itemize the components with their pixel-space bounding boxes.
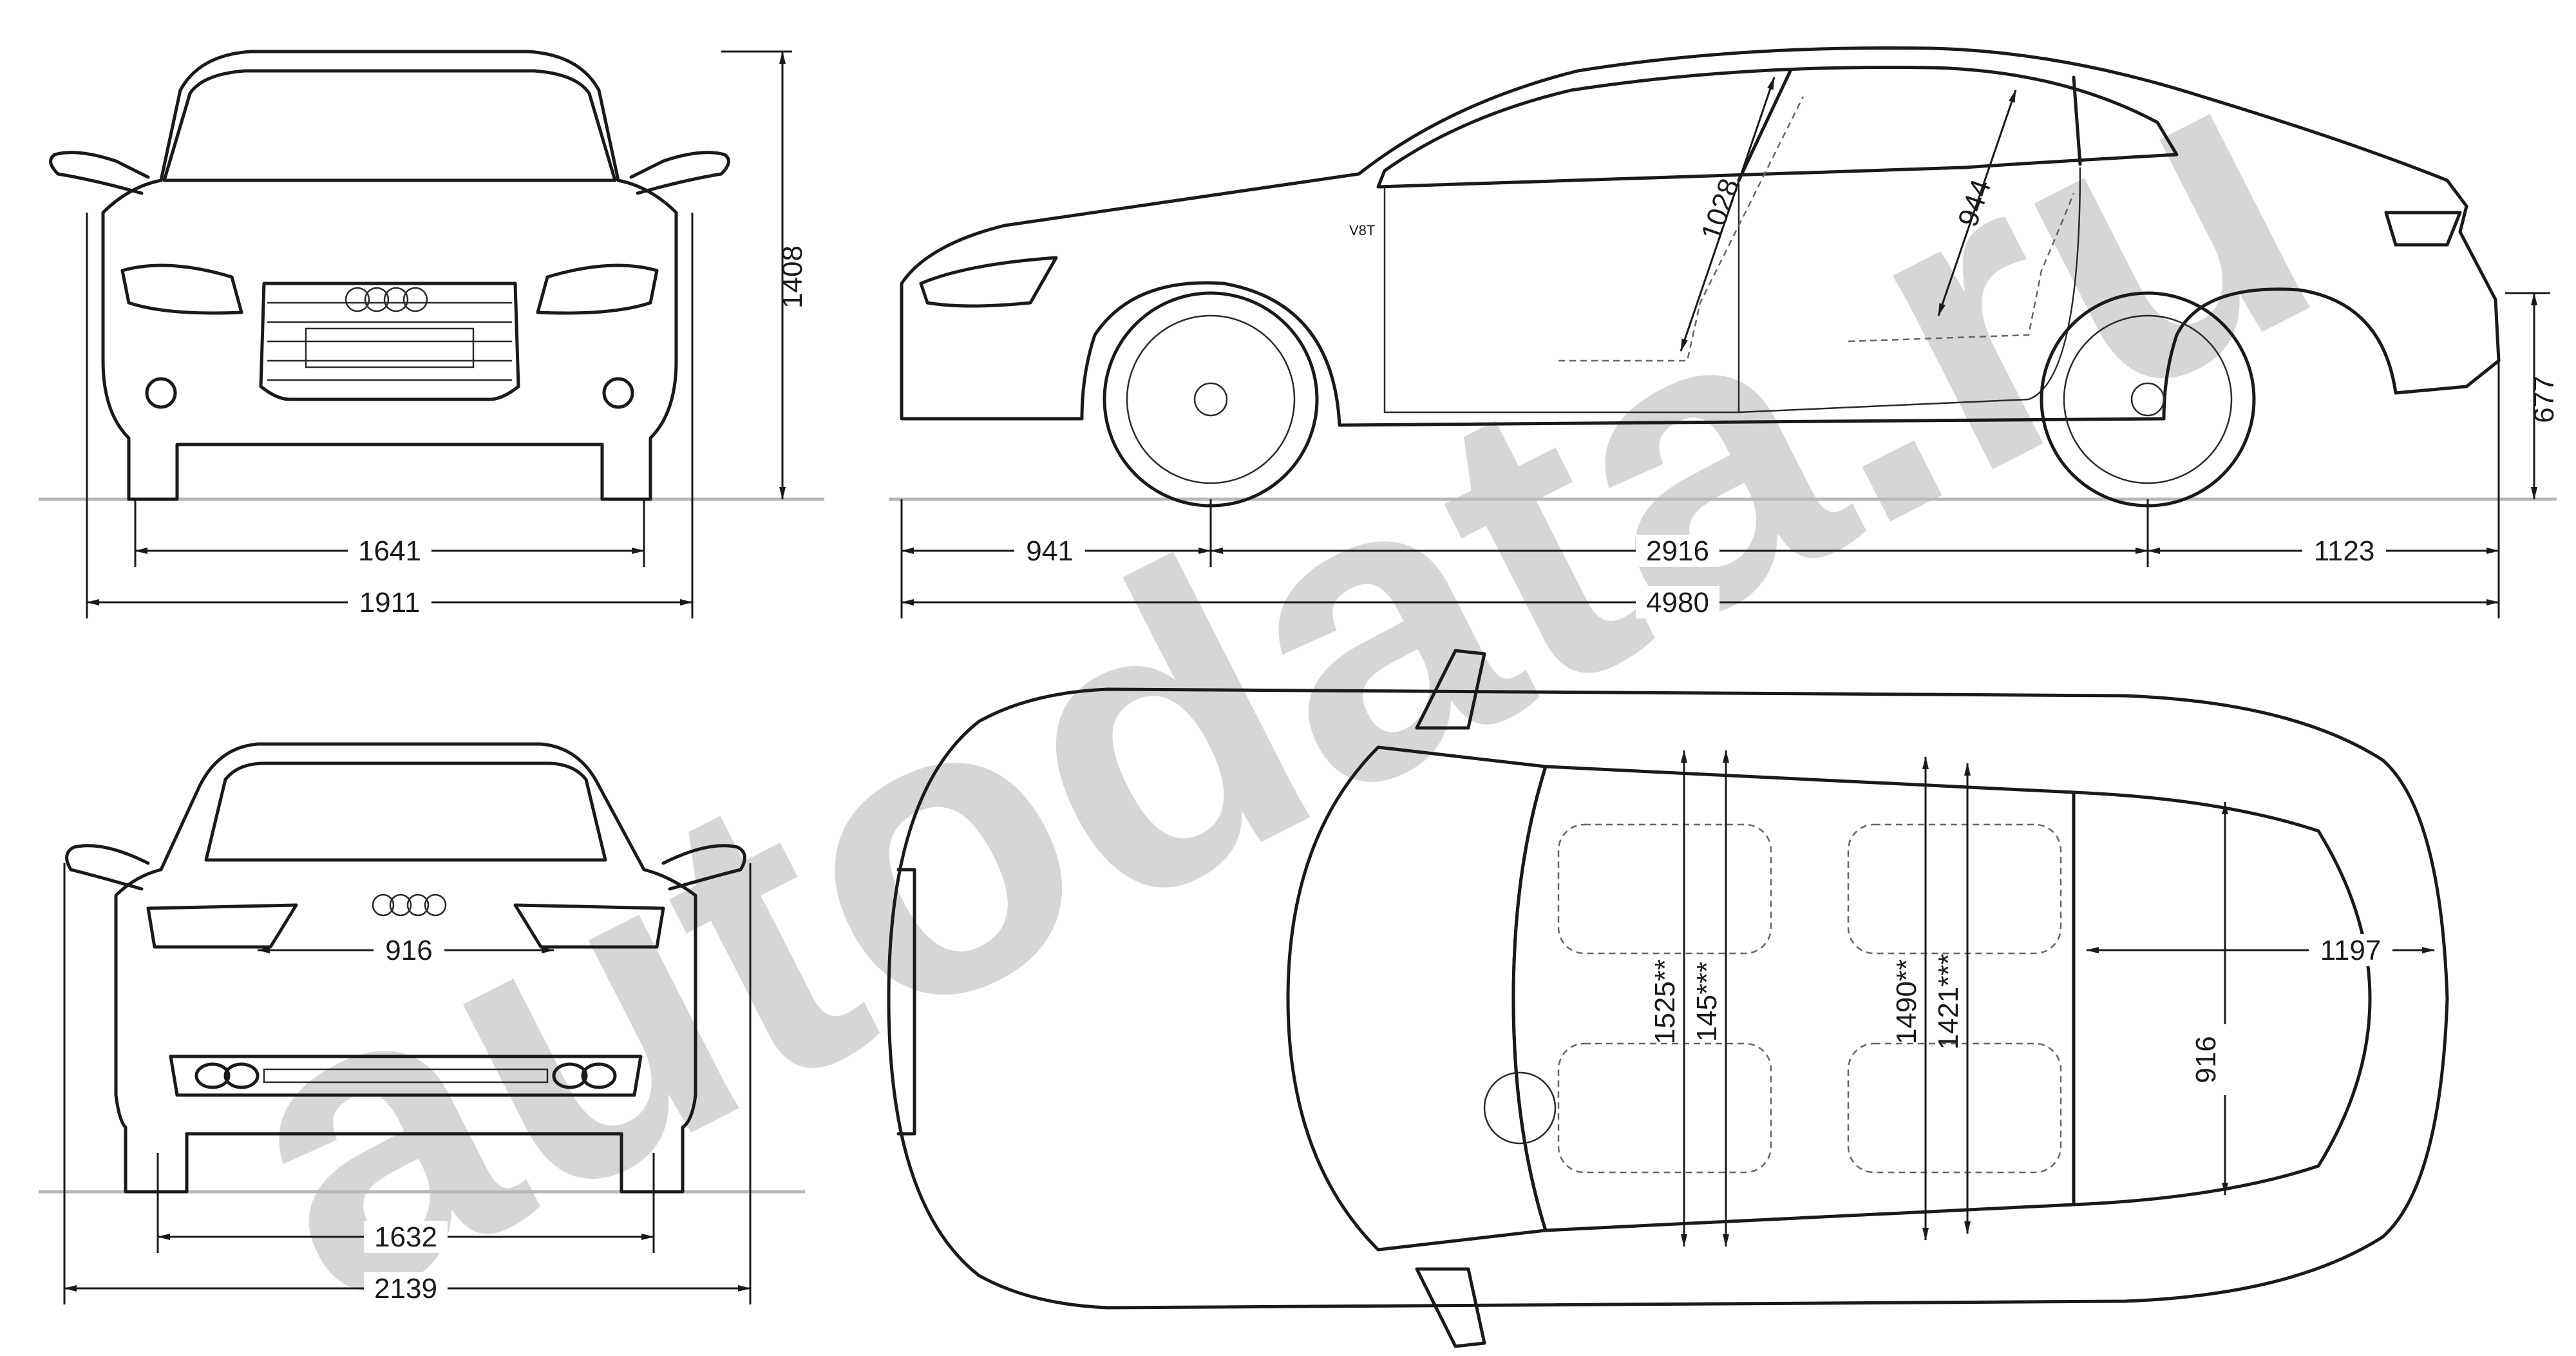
front-headroom-dim bbox=[1680, 77, 1776, 352]
wheelbase-label-bg bbox=[1636, 535, 1719, 567]
side-windows bbox=[1376, 65, 2179, 189]
front-right-mirror bbox=[629, 151, 730, 195]
rear-overhang-label: 1123 bbox=[2314, 535, 2375, 567]
grille-bars bbox=[267, 301, 512, 381]
rear-track-label: 1632 bbox=[374, 1221, 437, 1253]
front-body-outline bbox=[101, 50, 678, 501]
trunk-width-label: 916 bbox=[2190, 1036, 2222, 1083]
exhaust-tips bbox=[194, 1062, 617, 1089]
front-left-fog-light bbox=[145, 377, 177, 409]
side-extension-lines bbox=[900, 361, 2500, 618]
front-brand-rings bbox=[345, 287, 428, 312]
steering-wheel bbox=[1483, 1071, 1557, 1145]
front-view: 1408 1641 1911 bbox=[39, 50, 824, 618]
rear-headroom-dim bbox=[1937, 90, 2017, 316]
c-pillar bbox=[2072, 75, 2082, 166]
front-width-label-bg bbox=[348, 586, 431, 618]
top-rear-glass bbox=[2072, 790, 2372, 1207]
top-body-outline bbox=[887, 687, 2449, 1310]
side-view: V8T 1028 944 677 941 2916 1123 4980 bbox=[889, 46, 2560, 618]
rear-diffuser-strip bbox=[263, 1068, 549, 1084]
top-right-mirror bbox=[1415, 1267, 1486, 1348]
front-overhang-label-bg bbox=[1014, 535, 1085, 567]
side-badge: V8T bbox=[1349, 222, 1375, 238]
watermark: autodata.ru bbox=[166, 0, 2374, 1356]
trunk-length-label-bg bbox=[2309, 934, 2392, 966]
rear-shoulder-label: 1490** bbox=[1891, 959, 1922, 1044]
front-windshield bbox=[162, 69, 617, 182]
rear-body-outline bbox=[114, 742, 697, 1194]
rear-width-label: 2139 bbox=[374, 1273, 437, 1304]
rear-width-label-bg bbox=[364, 1272, 448, 1304]
rear-track-label-bg bbox=[364, 1221, 448, 1253]
watermark-text: autodata.ru bbox=[166, 0, 2374, 1353]
front-overhang-label: 941 bbox=[1026, 535, 1073, 567]
rear-left-mirror bbox=[65, 844, 150, 891]
top-left-mirror bbox=[1415, 649, 1486, 730]
trunk-length-label: 1197 bbox=[2320, 935, 2382, 966]
front-track-label-bg bbox=[348, 535, 431, 567]
rear-diffuser bbox=[169, 1055, 643, 1097]
trunk-opening-label-bg bbox=[374, 934, 444, 966]
rear-window bbox=[204, 761, 607, 862]
front-track-label: 1641 bbox=[358, 535, 421, 567]
front-right-fog-light bbox=[602, 377, 634, 409]
front-left-headlight bbox=[120, 263, 243, 315]
rear-seat-outline bbox=[1848, 193, 2075, 343]
length-label: 4980 bbox=[1646, 587, 1709, 618]
top-view: 1525** 145*** 1490** 1421*** 1197 916 bbox=[887, 649, 2449, 1348]
length-label-bg bbox=[1636, 586, 1719, 618]
front-grille bbox=[259, 282, 520, 401]
front-width-label: 1911 bbox=[359, 587, 421, 618]
trunk-width-label-bg bbox=[2199, 1024, 2231, 1095]
top-seat-outlines bbox=[1557, 823, 2062, 1174]
rear-right-mirror bbox=[661, 844, 746, 891]
top-roof bbox=[1511, 765, 2076, 1232]
front-right-headlight bbox=[536, 263, 659, 315]
front-shoulder-alt-label: 145*** bbox=[1691, 962, 1723, 1042]
rear-overhang-label-bg bbox=[2302, 535, 2386, 567]
front-shoulder-label: 1525** bbox=[1649, 959, 1681, 1044]
side-body-outline bbox=[900, 46, 2501, 427]
rear-brand-rings bbox=[372, 893, 447, 917]
front-height-label: 1408 bbox=[777, 245, 808, 309]
rear-shoulder-alt-label: 1421*** bbox=[1933, 953, 1964, 1049]
rear-door-line bbox=[1738, 167, 2081, 414]
side-tail-light bbox=[2384, 211, 2462, 247]
top-front-grille bbox=[896, 868, 916, 1136]
side-headlight bbox=[919, 256, 1058, 308]
sill-height-label: 677 bbox=[2528, 376, 2560, 423]
wheelbase-label: 2916 bbox=[1646, 535, 1709, 567]
front-license-plate bbox=[305, 327, 475, 368]
rear-view: 916 1632 2139 bbox=[39, 742, 805, 1304]
front-left-mirror bbox=[49, 151, 150, 195]
trunk-opening-label: 916 bbox=[385, 935, 432, 966]
